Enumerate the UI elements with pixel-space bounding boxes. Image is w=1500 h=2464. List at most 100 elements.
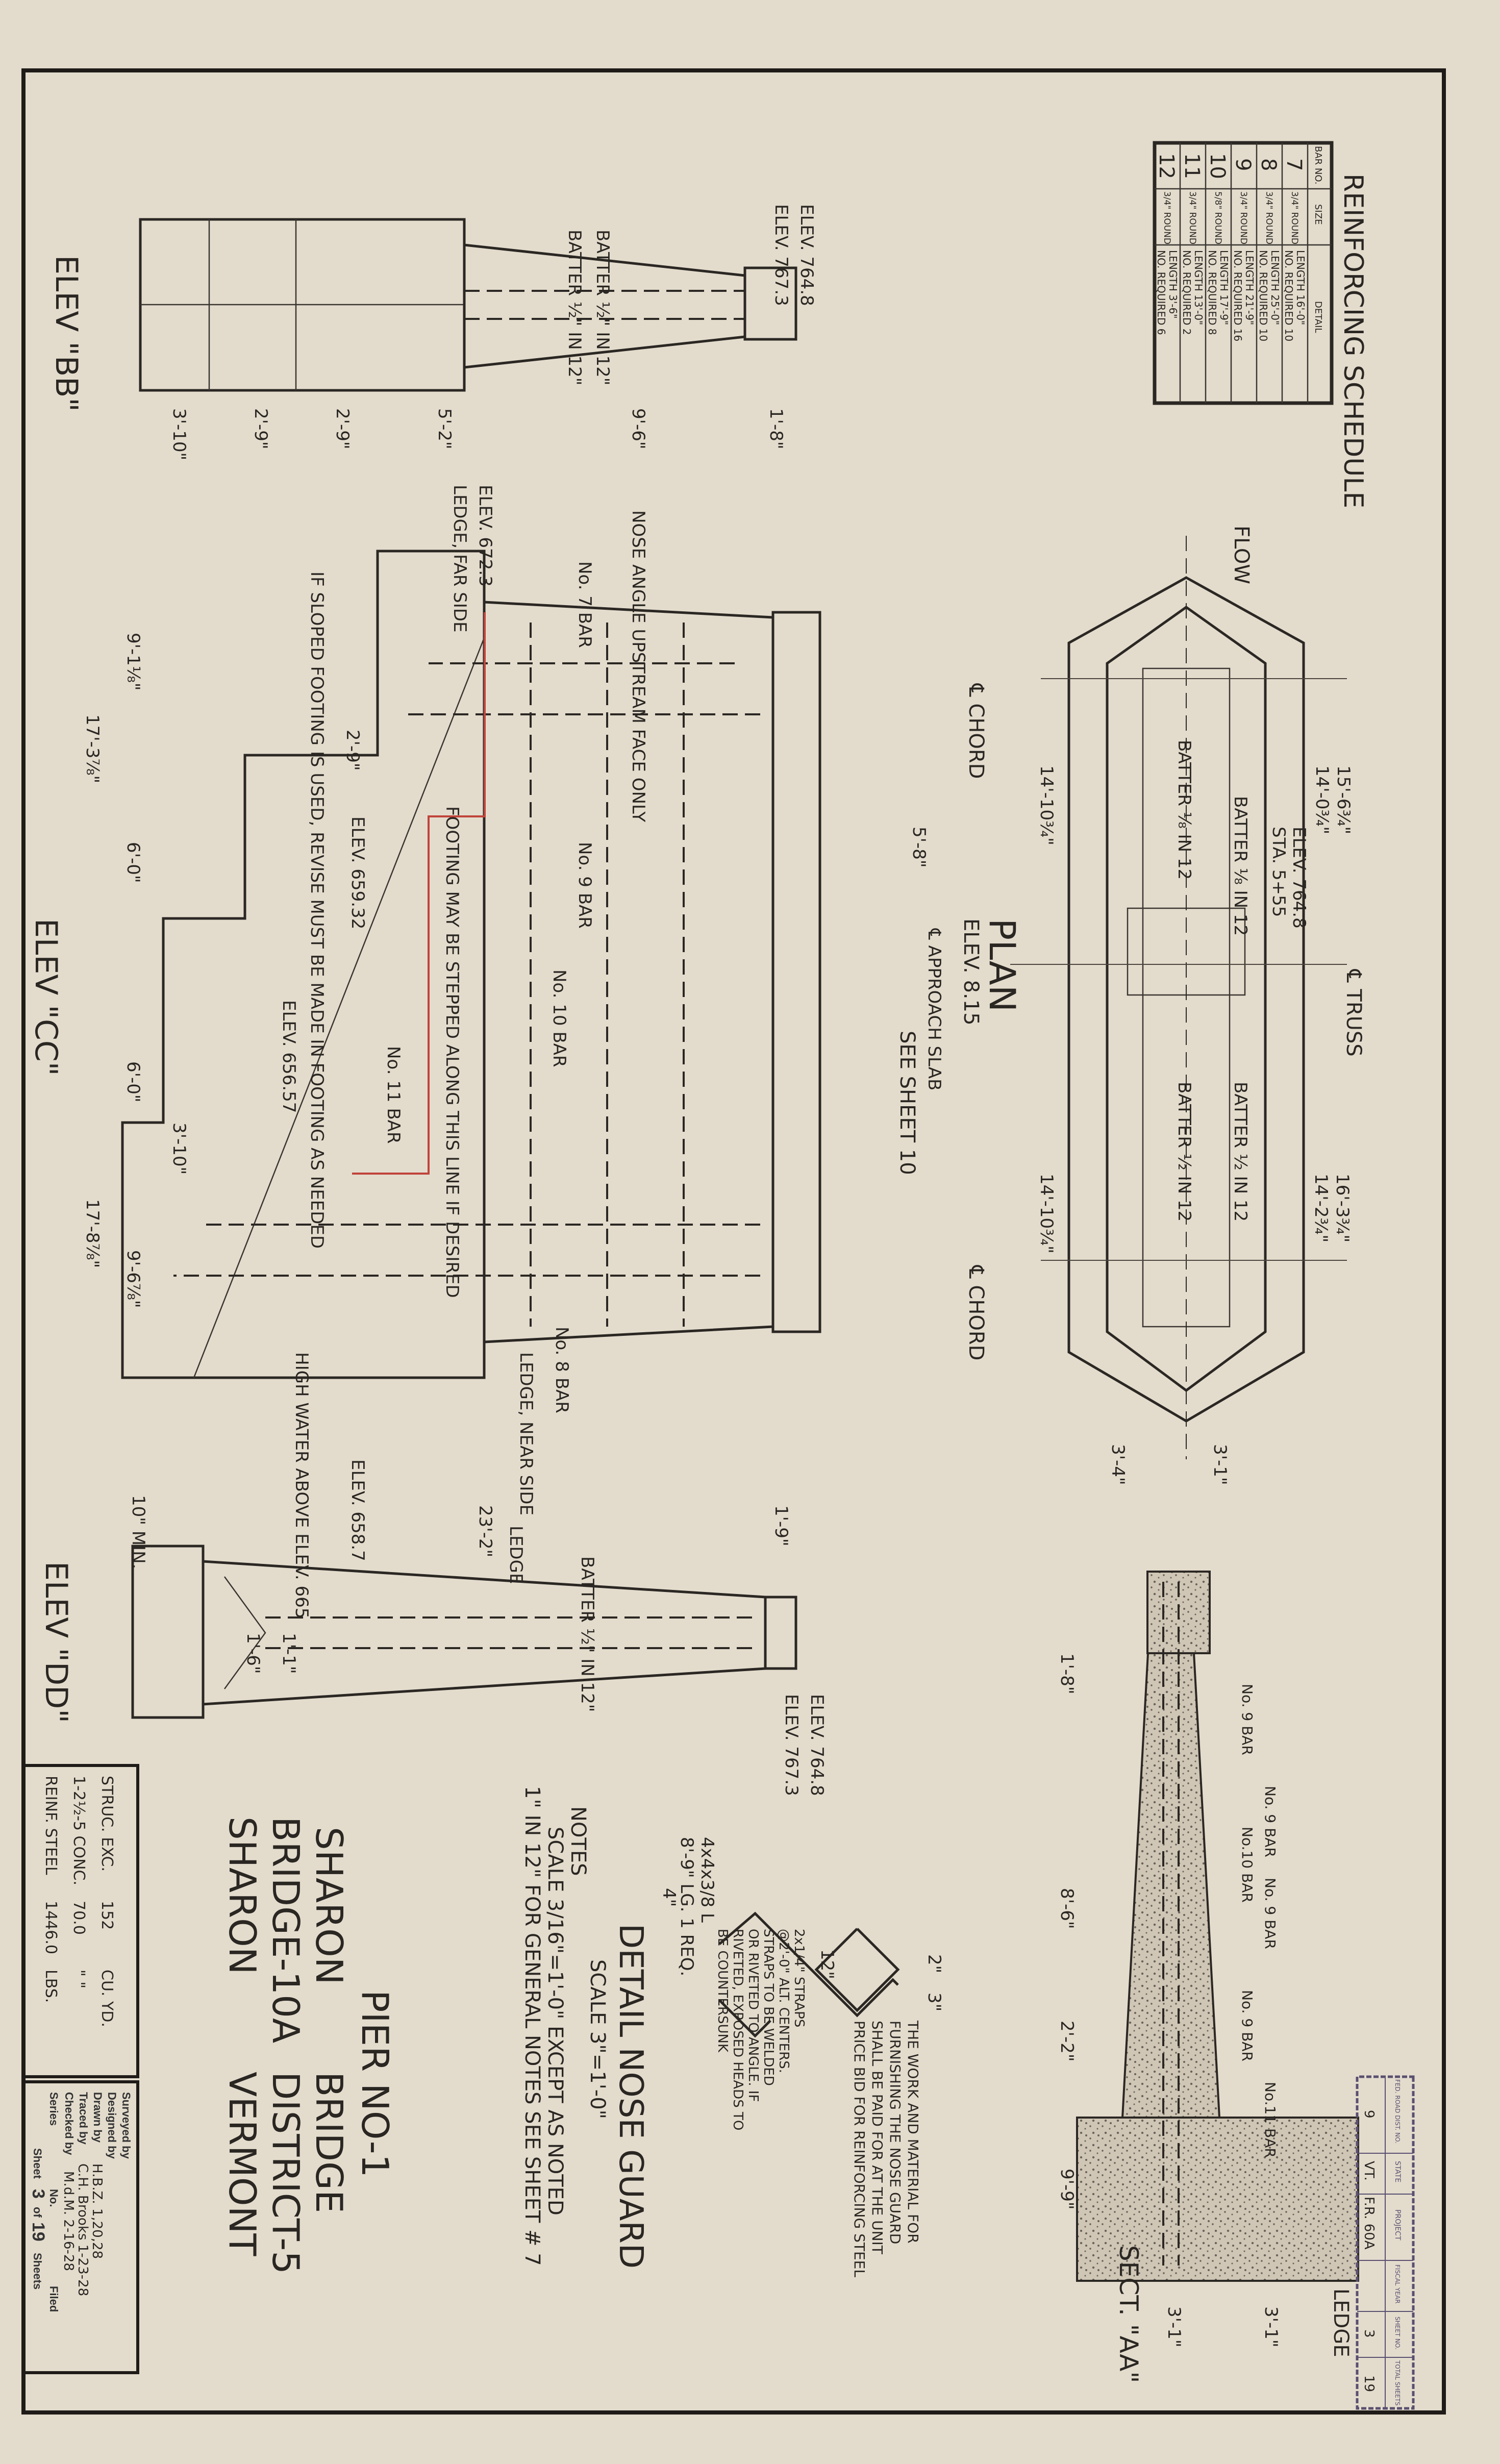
- schedule-row: 9 3/4" ROUND LENGTH 21'-9" NO. REQUIRED …: [1231, 158, 1256, 341]
- title-line: DISTRICT-5: [264, 2072, 307, 2274]
- project-stamp: FED. ROAD DIST. NO. STATE PROJECT FISCAL…: [1356, 2075, 1415, 2410]
- plan-elev: ELEV. 8.15: [959, 918, 983, 1026]
- designed-by: Designed by: [106, 2092, 118, 2159]
- sheets-label: Sheets: [31, 2253, 44, 2289]
- dimension: 10" MIN.: [128, 1495, 148, 1569]
- dimension: 14'-2¾": [1311, 1174, 1331, 1242]
- bar-label: No. 8 BAR: [552, 1327, 572, 1413]
- bar-no: 9: [1231, 158, 1255, 171]
- ledge-label: LEDGE: [1329, 2288, 1353, 2357]
- quantity-unit: LBS.: [42, 1970, 60, 2003]
- schedule-title: REINFORCING SCHEDULE: [1338, 173, 1368, 508]
- strap-note: STRAPS TO BE WELDED: [761, 1929, 776, 2086]
- footing-slope-line: [193, 637, 485, 1378]
- cap: [764, 1596, 797, 1670]
- chevron-rebar: [223, 1576, 266, 1689]
- batter-label: BATTER ⅛ IN 12: [1230, 796, 1251, 936]
- payment-note: FURNISHING THE NOSE GUARD: [887, 2021, 904, 2244]
- see-sheet-label: SEE SHEET 10: [895, 1031, 919, 1175]
- dimension: 2": [924, 1954, 944, 1973]
- sheet-label: Sheet: [31, 2148, 44, 2179]
- footing: [131, 1545, 205, 1719]
- stamp-value: 9: [1361, 2110, 1377, 2119]
- strap-note: @2'-0" ALT. CENTERS.: [776, 1929, 791, 2073]
- title-line: BRIDGE: [308, 2072, 351, 2213]
- dimension: 4": [659, 1888, 679, 1907]
- nose-guard-detail: 4x4x3/8 L 8'-9" LG. 1 REQ. 2x1/4" STRAPS…: [586, 1837, 944, 2277]
- strap-note: OR RIVETED TO ANGLE. IF: [745, 1929, 761, 2102]
- ledge-label: LEDGE, NEAR SIDE: [516, 1352, 536, 1515]
- dimension: 3'-1": [1261, 2306, 1281, 2348]
- drawn-by-value: H.B.Z. 1,20,28: [89, 2163, 105, 2259]
- elev-dd-title: ELEV "DD": [38, 1561, 74, 1723]
- bar-required: NO. REQUIRED 8: [1206, 250, 1218, 335]
- bar-label: No. 11 BAR: [383, 1046, 404, 1144]
- elev-label: ELEV. 767.3: [781, 1694, 802, 1796]
- schedule-row: 10 5/8" ROUND LENGTH 17'-9" NO. REQUIRED…: [1206, 153, 1230, 335]
- bar-no: 7: [1282, 158, 1306, 171]
- cap: [771, 611, 821, 1333]
- dimension: 2'-9": [251, 408, 271, 450]
- dimension: 8'-6": [1057, 1888, 1077, 1929]
- elev-label: ELEV. 767.3: [771, 204, 791, 306]
- elev-dd-view: ELEV "DD" LEDGE BATTER ½" IN 12" ELEV. 7…: [38, 1495, 827, 1796]
- elev-label: ELEV. 764.8: [807, 1694, 827, 1796]
- bar-required: NO. REQUIRED 6: [1155, 250, 1167, 335]
- batter-label: BATTER ½ IN 12: [1230, 1082, 1251, 1222]
- bar-size: 3/4" ROUND: [1238, 191, 1248, 244]
- bar-required: NO. REQUIRED 16: [1232, 250, 1244, 341]
- dimension: 14'-0¾": [1312, 765, 1332, 834]
- chord-label: ℄ CHORD: [964, 1265, 988, 1360]
- bar-required: NO. REQUIRED 10: [1257, 250, 1269, 341]
- stamp-header: FED. ROAD DIST. NO.: [1394, 2079, 1401, 2144]
- notes-line: 1" IN 12" FOR GENERAL NOTES SEE SHEET # …: [520, 1786, 544, 2266]
- bar-length: LENGTH 16'-0": [1294, 250, 1307, 325]
- bar-length: LENGTH 25'-0": [1269, 250, 1281, 325]
- bar-label: No. 9 BAR: [1262, 1786, 1279, 1857]
- strap-note: 2x1/4" STRAPS: [791, 1929, 807, 2027]
- title-line: SHARON: [308, 1827, 351, 1985]
- dimension: 15'-6¾": [1333, 765, 1354, 834]
- notes-line: SCALE 3/16"=1'-0" EXCEPT AS NOTED: [543, 1827, 567, 2216]
- schedule-row: 11 3/4" ROUND LENGTH 13'-0" NO. REQUIRED…: [1180, 153, 1205, 335]
- filed-label: Filed: [47, 2286, 60, 2312]
- dimension: 9'-6⅞": [123, 1250, 143, 1308]
- batter-label: BATTER ⅛ IN 12: [1174, 740, 1194, 880]
- bar-size: 5/8" ROUND: [1213, 191, 1223, 244]
- dimension: 9'-9": [1057, 2169, 1077, 2210]
- dimension: 6'-0": [123, 1061, 143, 1103]
- bar-required: NO. REQUIRED 10: [1283, 250, 1295, 341]
- drawn-by: Drawn by: [91, 2092, 104, 2143]
- stamp-header: FISCAL YEAR: [1394, 2264, 1401, 2304]
- angle-note: 8'-9" LG. 1 REQ.: [677, 1837, 697, 1976]
- bar-size: 3/4" ROUND: [1264, 191, 1274, 244]
- sheet-number: 3: [29, 2189, 48, 2199]
- flow-label: FLOW: [1230, 526, 1253, 584]
- batter-label: BATTER ½ IN 12: [1174, 1082, 1194, 1222]
- bar-label: No. 9 BAR: [1262, 1878, 1279, 1949]
- notes-heading: NOTES: [566, 1806, 590, 1876]
- nose-guard-angle: [814, 1928, 900, 2012]
- bar-label: No. 9 BAR: [1239, 1684, 1256, 1755]
- dimension: 3": [924, 1993, 944, 2011]
- dimension: 17'-3⅞": [82, 714, 103, 783]
- bar-label: No. 10 BAR: [549, 969, 569, 1067]
- stamp-header: TOTAL SHEETS: [1394, 2360, 1401, 2406]
- stamp-header: SHEET NO.: [1394, 2317, 1401, 2350]
- dimension: 3'-1": [1210, 1444, 1230, 1485]
- bar-no: 8: [1257, 158, 1280, 171]
- title-pier: PIER NO-1: [354, 1990, 396, 2177]
- bar-required: NO. REQUIRED 2: [1181, 250, 1193, 335]
- general-notes: NOTES SCALE 3/16"=1'-0" EXCEPT AS NOTED …: [520, 1786, 590, 2266]
- station-label: STA. 5+55: [1268, 827, 1289, 917]
- nose-guard-strap: [718, 1911, 899, 2018]
- elev-label: ELEV. 764.8: [796, 204, 817, 306]
- stamp-value: 3: [1361, 2329, 1377, 2338]
- traced-by-value: C.H. Brooks 1-23-28: [75, 2163, 90, 2296]
- rotated-drawing: REINFORCING SCHEDULE BAR NO. SIZE DETAIL…: [21, 68, 1446, 2415]
- quantity-item: 1-2½-5 CONC.: [70, 1776, 88, 1885]
- nose-guard-strap: [718, 1999, 771, 2038]
- personnel-box: Surveyed by Designed by Drawn by H.B.Z. …: [22, 2080, 139, 2374]
- plan-title: PLAN: [981, 918, 1023, 1012]
